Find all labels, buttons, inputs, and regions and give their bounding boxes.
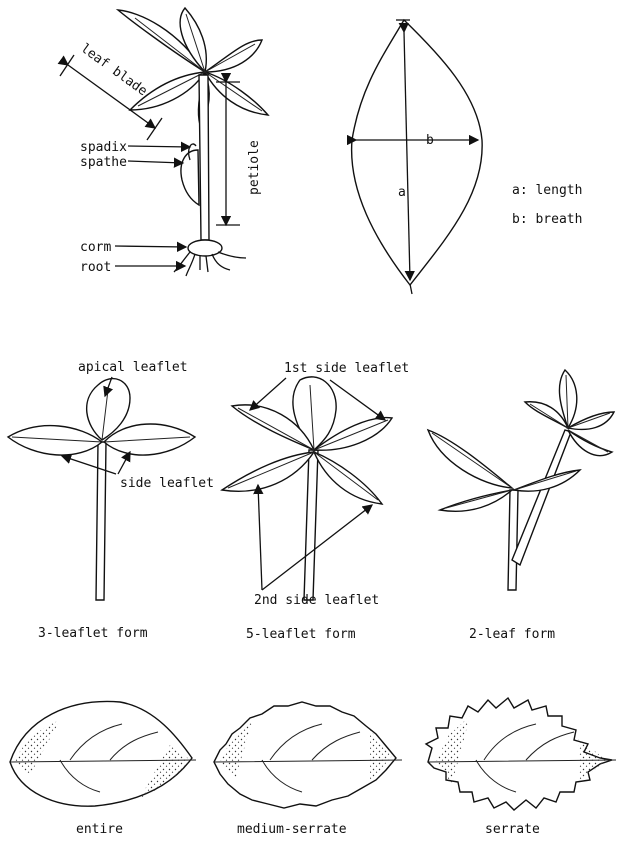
side-leaflet-label: side leaflet	[120, 476, 214, 491]
whole-plant-drawing	[118, 8, 268, 276]
medium-serrate-leaf-drawing	[214, 702, 402, 808]
root-label: root	[80, 260, 111, 275]
leaf-outline-measure	[352, 20, 483, 285]
leaf-blade-label: leaf blade	[78, 41, 150, 99]
left-side-leaflet-shape	[8, 426, 102, 455]
spadix-label: spadix	[80, 140, 127, 155]
corm-label: corm	[80, 240, 111, 255]
first-side-leaflet-label: 1st side leaflet	[284, 361, 409, 376]
two-leaf-drawing	[428, 370, 614, 590]
second-side-leaflet-label: 2nd side leaflet	[254, 593, 379, 608]
petiole-stem	[199, 75, 209, 240]
petiole-label: petiole	[247, 140, 262, 195]
five-leaflet-stem	[304, 450, 318, 600]
a-label: a	[398, 185, 406, 200]
spathe-label: spathe	[80, 155, 127, 170]
five-leaflet-caption: 5-leaflet form	[246, 627, 356, 642]
two-leaf-caption: 2-leaf form	[469, 627, 555, 642]
serrate-caption: serrate	[485, 822, 540, 837]
three-leaflet-stem	[96, 442, 106, 600]
three-leaflet-caption: 3-leaflet form	[38, 626, 148, 641]
entire-leaf-drawing	[10, 702, 196, 807]
apical-leaflet-label: apical leaflet	[78, 360, 188, 375]
legend-a: a: length	[512, 183, 582, 198]
medium-serrate-caption: medium-serrate	[237, 822, 347, 837]
legend-b: b: breath	[512, 212, 582, 227]
b-label: b	[426, 133, 434, 148]
serrate-leaf-drawing	[426, 698, 616, 810]
entire-caption: entire	[76, 822, 123, 837]
corm-shape	[188, 240, 222, 256]
five-leaflet-drawing	[222, 377, 392, 600]
two-leaf-stem-left	[508, 490, 518, 590]
two-leaf-stem-right	[512, 430, 571, 565]
